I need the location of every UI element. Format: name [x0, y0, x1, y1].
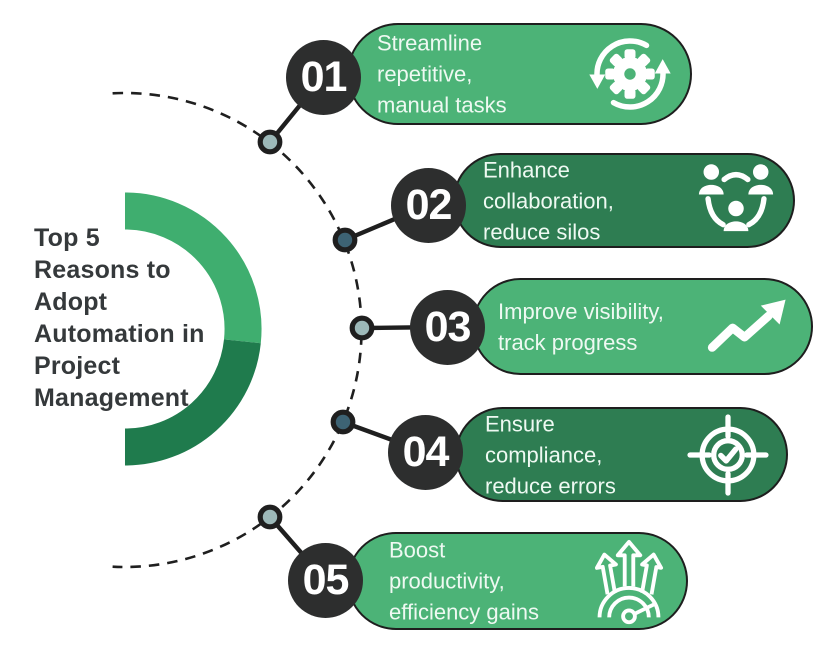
arc-dot-4 — [330, 409, 356, 435]
item-number-4: 04 — [388, 415, 463, 490]
item-5-label: Boost productivity, efficiency gains — [389, 537, 540, 625]
team-network-icon — [698, 163, 774, 231]
gear-sync-icon — [589, 38, 671, 110]
item-2-number: 02 — [405, 181, 453, 229]
item-1-number: 01 — [300, 53, 348, 101]
item-banner-3: Improve visibility, track progress — [472, 278, 813, 375]
item-number-3: 03 — [410, 290, 485, 365]
item-number-1: 01 — [286, 40, 361, 115]
item-banner-4: Ensure compliance, reduce errors — [455, 407, 788, 502]
item-3-label: Improve visibility, track progress — [498, 298, 664, 355]
half-ring-lower — [124, 338, 261, 466]
item-5-number: 05 — [302, 556, 350, 604]
arc-dot-2 — [332, 227, 358, 253]
arc-dots — [257, 129, 375, 530]
item-4-number: 04 — [402, 428, 450, 476]
arc-dot-3 — [349, 315, 375, 341]
infographic-title: Top 5 Reasons to Adopt Automation in Pro… — [34, 224, 205, 412]
item-number-2: 02 — [391, 168, 466, 243]
trend-up-arrow-icon — [707, 299, 786, 352]
arc-dot-5 — [257, 504, 283, 530]
item-1-label: Streamline repetitive, manual tasks — [377, 30, 507, 118]
target-check-icon — [687, 413, 769, 496]
item-banner-2: Enhance collaboration, reduce silos — [453, 153, 795, 248]
item-3-number: 03 — [424, 303, 472, 351]
item-2-label: Enhance collaboration, reduce silos — [483, 157, 614, 244]
item-number-5: 05 — [288, 543, 363, 618]
gauge-growth-icon — [594, 539, 664, 625]
item-banner-5: Boost productivity, efficiency gains — [347, 532, 688, 630]
arc-dot-1 — [257, 129, 283, 155]
half-ring-upper — [124, 192, 262, 344]
dashed-arc — [112, 91, 363, 569]
item-4-label: Ensure compliance, reduce errors — [485, 411, 616, 498]
item-banner-1: Streamline repetitive, manual tasks — [347, 23, 692, 125]
